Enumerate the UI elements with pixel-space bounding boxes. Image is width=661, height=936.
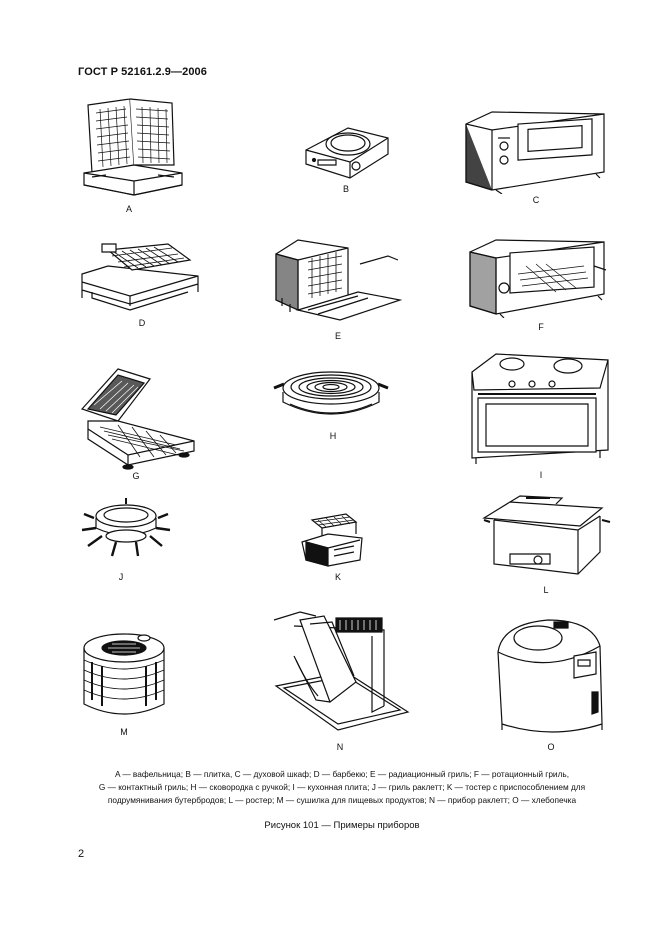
legend-line-3: подрумянивания бутербродов; L — ростер; …	[107, 795, 577, 805]
figure-j-raclette-grill	[78, 494, 174, 568]
figure-a-waffle-iron	[78, 95, 188, 200]
figure-f-rotisserie-grill	[466, 236, 614, 318]
figure-m-label: M	[120, 727, 128, 737]
figure-i-cooking-range	[468, 350, 614, 468]
figure-e-label: E	[334, 331, 341, 341]
figure-f-label: F	[538, 322, 544, 332]
figure-d-label: D	[138, 318, 146, 328]
figure-b-label: B	[342, 184, 349, 194]
figure-h-frying-pan	[270, 364, 392, 426]
page-header: ГОСТ Р 52161.2.9—2006	[78, 66, 207, 78]
figure-legend: A — вафельница; B — плитка, C — духовой …	[78, 768, 606, 807]
figure-o-bread-maker	[492, 616, 612, 738]
figure-l-roaster	[480, 490, 612, 582]
page-number: 2	[78, 848, 85, 860]
figure-h-label: H	[329, 431, 337, 441]
figure-k-toaster	[298, 508, 368, 570]
figure-i-label: I	[539, 470, 543, 480]
figure-k-label: K	[334, 572, 341, 582]
figure-c-oven	[462, 110, 610, 194]
figure-n-label: N	[336, 742, 344, 752]
figure-l-label: L	[543, 585, 549, 595]
figure-n-raclette-device	[270, 606, 412, 736]
figure-j-label: J	[118, 572, 124, 582]
figure-g-label: G	[132, 471, 140, 481]
figure-g-contact-grill	[78, 365, 200, 470]
figure-b-hot-plate	[300, 120, 392, 182]
figure-o-label: O	[547, 742, 555, 752]
figure-c-label: C	[532, 195, 540, 205]
figure-e-radiant-grill	[268, 234, 408, 329]
legend-line-2: G — контактный гриль; H — сковородка с р…	[98, 782, 586, 792]
figure-a-label: A	[125, 204, 132, 214]
legend-line-1: A — вафельница; B — плитка, C — духовой …	[114, 769, 570, 779]
figure-d-barbecue	[78, 240, 206, 315]
figure-m-food-dehydrator	[78, 628, 170, 720]
figure-title: Рисунок 101 — Примеры приборов	[264, 820, 420, 831]
